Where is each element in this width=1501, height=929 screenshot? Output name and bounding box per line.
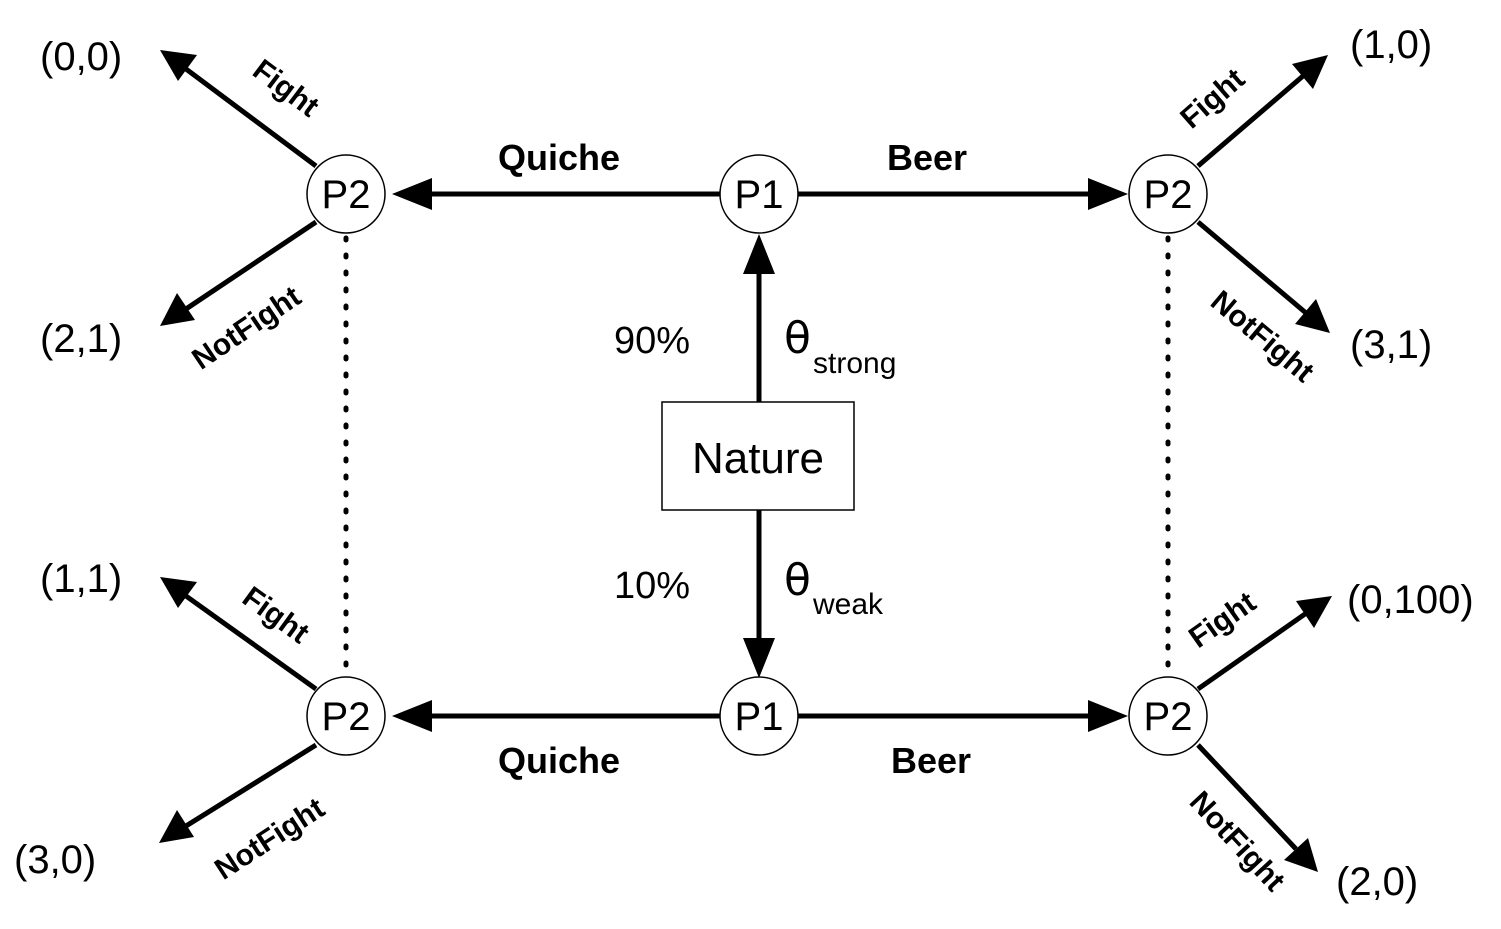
edge-notfight-tl <box>184 219 318 312</box>
response-fight-tr: Fight <box>1174 62 1251 135</box>
message-quiche-top: Quiche <box>498 137 620 178</box>
response-notfight-br: NotFight <box>1183 785 1291 898</box>
prob-strong: 90% <box>614 320 690 362</box>
node-p2-quiche-weak <box>306 676 386 756</box>
payoff-tl-notfight: (2,1) <box>40 317 122 361</box>
edge-fight-br <box>1196 611 1307 692</box>
arrowhead-nature-weak <box>743 638 775 678</box>
type-weak-symbol: θ <box>784 555 811 606</box>
type-weak-subscript: weak <box>812 588 884 621</box>
node-p1-strong <box>719 154 799 234</box>
node-p2-beer-weak <box>1128 676 1208 756</box>
edge-fight-tl <box>184 66 318 169</box>
node-p2-beer-weak-label: P2 <box>1144 695 1193 739</box>
node-p2-quiche-weak-label: P2 <box>322 695 371 739</box>
payoff-bl-notfight: (3,0) <box>14 838 96 882</box>
edge-notfight-br <box>1196 743 1298 851</box>
edge-notfight-bl <box>184 742 318 829</box>
arrowhead-fight-tl <box>160 50 197 81</box>
message-quiche-bottom: Quiche <box>498 740 620 781</box>
node-p2-quiche-strong-label: P2 <box>322 173 371 217</box>
edge-notfight-tr <box>1196 220 1308 315</box>
node-p1-strong-label: P1 <box>735 173 784 217</box>
payoff-bl-fight: (1,1) <box>40 557 122 601</box>
response-fight-br: Fight <box>1183 586 1262 655</box>
node-p1-weak <box>719 676 799 756</box>
arrowhead-beer-top <box>1088 178 1128 210</box>
node-p1-weak-label: P1 <box>735 695 784 739</box>
type-strong-symbol: θ <box>784 313 811 364</box>
arrowhead-fight-br <box>1296 596 1332 628</box>
arrowhead-notfight-bl <box>159 810 194 843</box>
arrowhead-fight-tr <box>1292 55 1328 89</box>
message-beer-bottom: Beer <box>891 740 971 781</box>
arrowhead-quiche-top <box>392 178 432 210</box>
arrowhead-notfight-tl <box>160 293 195 326</box>
edge-fight-tr <box>1196 74 1305 168</box>
arrowhead-fight-bl <box>160 577 197 608</box>
node-p2-beer-strong <box>1128 154 1208 234</box>
response-notfight-tr: NotFight <box>1204 284 1320 389</box>
message-beer-top: Beer <box>887 137 967 178</box>
node-p2-beer-strong-label: P2 <box>1144 173 1193 217</box>
payoff-tr-notfight: (3,1) <box>1350 323 1432 367</box>
response-fight-tl: Fight <box>247 53 325 123</box>
type-strong-subscript: strong <box>813 347 896 380</box>
edge-fight-bl <box>184 593 318 692</box>
payoff-br-notfight: (2,0) <box>1336 860 1418 904</box>
payoff-br-fight: (0,100) <box>1347 578 1474 622</box>
arrowhead-quiche-bottom <box>392 700 432 732</box>
nature-node <box>661 401 855 511</box>
arrowhead-nature-strong <box>743 234 775 274</box>
nature-label: Nature <box>692 434 824 483</box>
arrowhead-beer-bottom <box>1088 700 1128 732</box>
payoff-tl-fight: (0,0) <box>40 35 122 79</box>
response-notfight-bl: NotFight <box>209 792 330 887</box>
arrowhead-notfight-br <box>1284 838 1318 872</box>
payoff-tr-fight: (1,0) <box>1350 23 1432 67</box>
node-p2-quiche-strong <box>306 154 386 234</box>
arrowhead-notfight-tr <box>1295 299 1330 333</box>
prob-weak: 10% <box>614 565 690 607</box>
